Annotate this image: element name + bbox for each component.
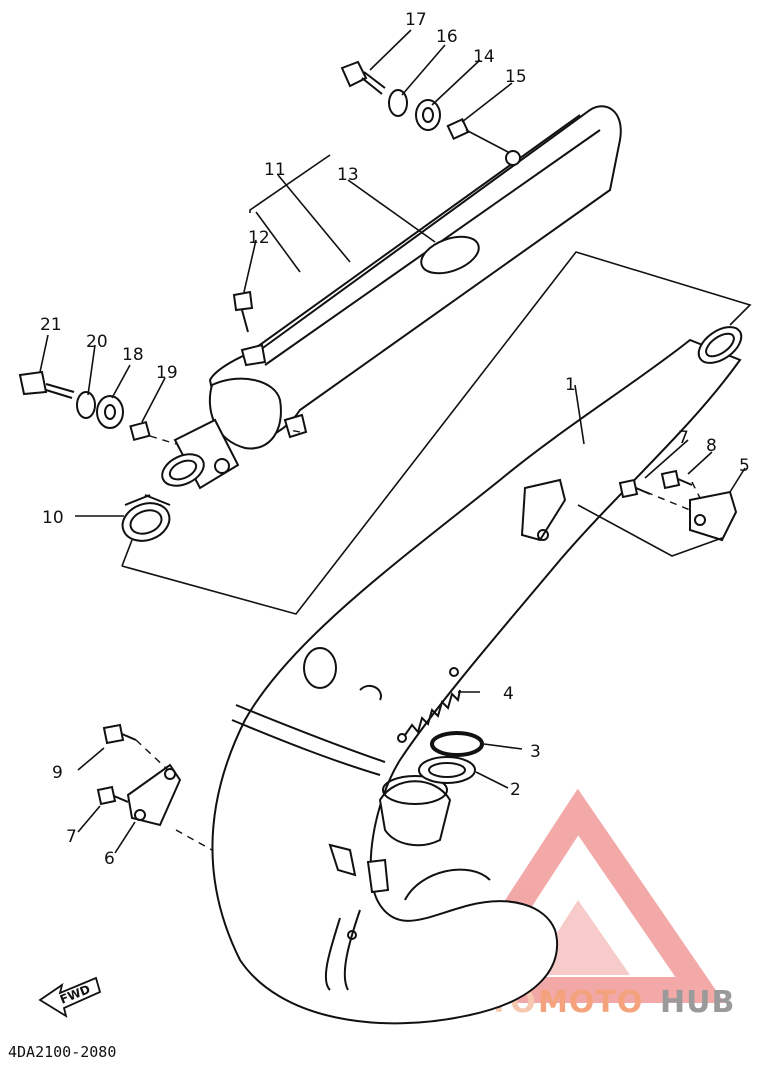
silencer-drawing	[161, 105, 622, 490]
washer-20-drawing	[76, 391, 96, 419]
watermark-text-hub: HUB	[660, 985, 735, 1020]
callout-14: 14	[473, 47, 495, 67]
callout-1: 1	[565, 375, 576, 395]
callout-11: 11	[264, 160, 286, 180]
callout-9: 9	[52, 763, 63, 783]
bracket-5-drawing	[689, 490, 738, 542]
callout-12: 12	[248, 228, 270, 248]
oring-3-drawing	[430, 731, 484, 757]
callout-21: 21	[40, 315, 62, 335]
collar-15-drawing	[446, 117, 470, 141]
damper-18-drawing	[96, 395, 124, 429]
callout-17: 17	[405, 10, 427, 30]
callout-8: 8	[706, 436, 717, 456]
callout-18: 18	[122, 345, 144, 365]
diagram-code: 4DA2100-2080	[8, 1043, 116, 1061]
gasket-10-drawing	[121, 494, 171, 542]
callout-labels: 17 16 14 15 11 13 12 21 20 18 19 10 1 7 …	[40, 10, 750, 869]
callout-6: 6	[104, 849, 115, 869]
callout-7-left: 7	[66, 827, 77, 847]
leader-lines	[39, 29, 746, 854]
bolt-17-drawing	[340, 60, 386, 95]
bolt-9-drawing	[102, 723, 137, 745]
fwd-arrow: FWD	[38, 976, 102, 1018]
assembly-lines	[121, 251, 752, 851]
bolt-8-drawing	[660, 469, 693, 490]
callout-4: 4	[503, 684, 514, 704]
callout-3: 3	[530, 742, 541, 762]
callout-16: 16	[436, 27, 458, 47]
watermark-text-moto: MOTO	[538, 985, 643, 1020]
callout-19: 19	[156, 363, 178, 383]
callout-20: 20	[86, 332, 108, 352]
spring-4-drawing	[397, 667, 461, 743]
callout-5: 5	[739, 456, 750, 476]
damper-14-drawing	[415, 99, 441, 131]
bracket-6-drawing	[126, 763, 182, 827]
bolt-7-right-drawing	[618, 478, 651, 499]
callout-13: 13	[337, 165, 359, 185]
callout-15: 15	[505, 67, 527, 87]
bolt-12-drawing	[232, 290, 254, 333]
callout-7-right: 7	[678, 428, 689, 448]
bolt-7-left-drawing	[96, 785, 129, 806]
collar-19-drawing	[129, 420, 151, 442]
callout-2: 2	[510, 780, 521, 800]
callout-10: 10	[42, 508, 64, 528]
bolt-21-drawing	[18, 370, 75, 399]
gasket-2-drawing	[418, 756, 476, 784]
exhaust-pipe-drawing	[211, 326, 743, 1025]
washer-16-drawing	[388, 89, 408, 117]
